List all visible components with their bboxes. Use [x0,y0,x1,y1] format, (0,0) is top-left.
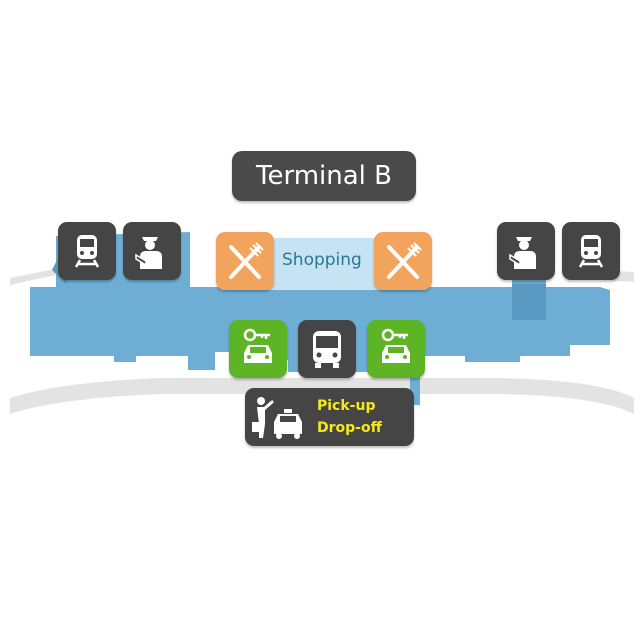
dropoff-label: Drop-off [317,420,382,436]
train-icon-left[interactable] [58,222,116,280]
car-rental-icon [243,328,272,363]
restaurant-icon-right[interactable] [374,232,432,290]
security-officer-icon-right[interactable] [497,222,555,280]
restaurant-icon-left[interactable] [216,232,274,290]
car-rental-icon [381,328,410,363]
car-rental-icon-right[interactable] [367,320,425,378]
security-officer-icon [135,237,162,269]
train-icon [74,235,100,268]
car-rental-icon-left[interactable] [229,320,287,378]
taxi-pickup-icon [252,397,302,439]
train-icon-right[interactable] [562,222,620,280]
bus-icon [313,331,341,368]
security-officer-icon [509,237,536,269]
shopping-label: Shopping [282,250,362,270]
pickup-label: Pick-up [317,398,376,414]
security-officer-icon-left[interactable] [123,222,181,280]
terminal-shade [512,284,546,320]
train-icon [578,235,604,268]
road-lower [10,378,634,414]
bus-icon-tile[interactable] [298,320,356,378]
restaurant-icon [229,242,264,279]
pickup-dropoff-sign[interactable]: Pick-up Drop-off [245,388,414,446]
restaurant-icon [387,242,422,279]
terminal-title: Terminal B [232,151,416,201]
